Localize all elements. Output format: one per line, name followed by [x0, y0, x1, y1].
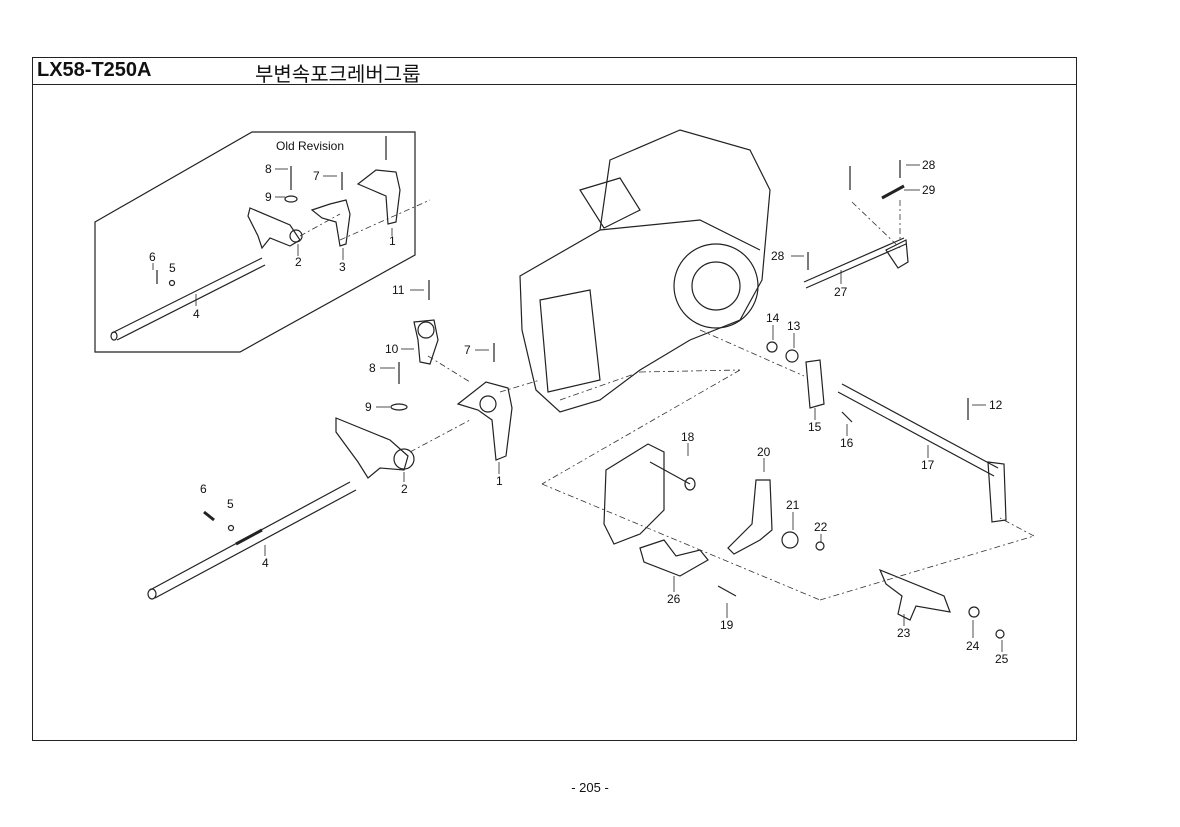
plate-23: [878, 568, 951, 621]
callout-label: 6: [149, 250, 156, 264]
callout-label: 6: [200, 482, 207, 496]
callout-label: 20: [757, 445, 771, 459]
callout-label: 16: [840, 436, 854, 450]
callout-label: 19: [720, 618, 734, 632]
callout-label: 28: [771, 249, 785, 263]
bracket-26: [639, 539, 709, 577]
callout-label: 9: [365, 400, 372, 414]
inset-fork-1: [356, 169, 401, 225]
plate-15: [805, 359, 825, 409]
callout-label: 17: [921, 458, 935, 472]
callout-label: 18: [681, 430, 695, 444]
old-revision-inset: [94, 131, 416, 353]
model-number: LX58-T250A: [37, 59, 152, 81]
callout-label: 4: [262, 556, 269, 570]
callout-label: 1: [496, 474, 503, 488]
callout-label: 11: [392, 283, 405, 297]
title-bar: LX58-T250A 부변속포크레버그룹: [33, 58, 1076, 86]
callout-label: 15: [808, 420, 822, 434]
callout-label: 1: [389, 234, 396, 248]
callout-label: 3: [339, 260, 346, 274]
callout-label: 29: [922, 183, 936, 197]
callout-label: 25: [995, 652, 1009, 666]
inset-shift-rod: [110, 257, 266, 341]
lever-20: [727, 479, 773, 555]
inset-fork-3: [310, 199, 351, 247]
callout-label: 5: [227, 497, 234, 511]
callout-label: 21: [786, 498, 800, 512]
diagram-frame: LX58-T250A 부변속포크레버그룹: [32, 57, 1077, 741]
inset-fork-2: [247, 207, 303, 250]
shift-rod-4: [147, 481, 357, 600]
page-number: - 205 -: [571, 780, 609, 795]
callout-label: 7: [464, 343, 471, 357]
callout-label: 2: [401, 482, 408, 496]
callout-label: 26: [667, 592, 681, 606]
callout-label: 28: [922, 158, 936, 172]
fork-2: [335, 417, 415, 479]
bracket-18-plate: [603, 443, 696, 545]
callout-label: 24: [966, 639, 980, 653]
shaft-17: [837, 383, 1007, 523]
fork-1: [456, 381, 513, 461]
group-title: 부변속포크레버그룹: [255, 62, 421, 86]
callout-label: 5: [169, 261, 176, 275]
callout-label: 8: [369, 361, 376, 375]
callout-label: 23: [897, 626, 911, 640]
callout-label: 12: [989, 398, 1003, 412]
callout-label: 10: [385, 342, 399, 356]
callout-label: 2: [295, 255, 302, 269]
callout-label: 7: [313, 169, 320, 183]
rod-27: [803, 237, 909, 289]
old-revision-label: Old Revision: [276, 139, 344, 153]
callout-label: 14: [766, 311, 780, 325]
lever-10: [413, 319, 439, 365]
callout-label: 8: [265, 162, 272, 176]
callout-label: 22: [814, 520, 828, 534]
callout-label: 9: [265, 190, 272, 204]
callout-label: 27: [834, 285, 848, 299]
callout-label: 4: [193, 307, 200, 321]
callout-label: 13: [787, 319, 801, 333]
transmission-case: [519, 129, 771, 413]
